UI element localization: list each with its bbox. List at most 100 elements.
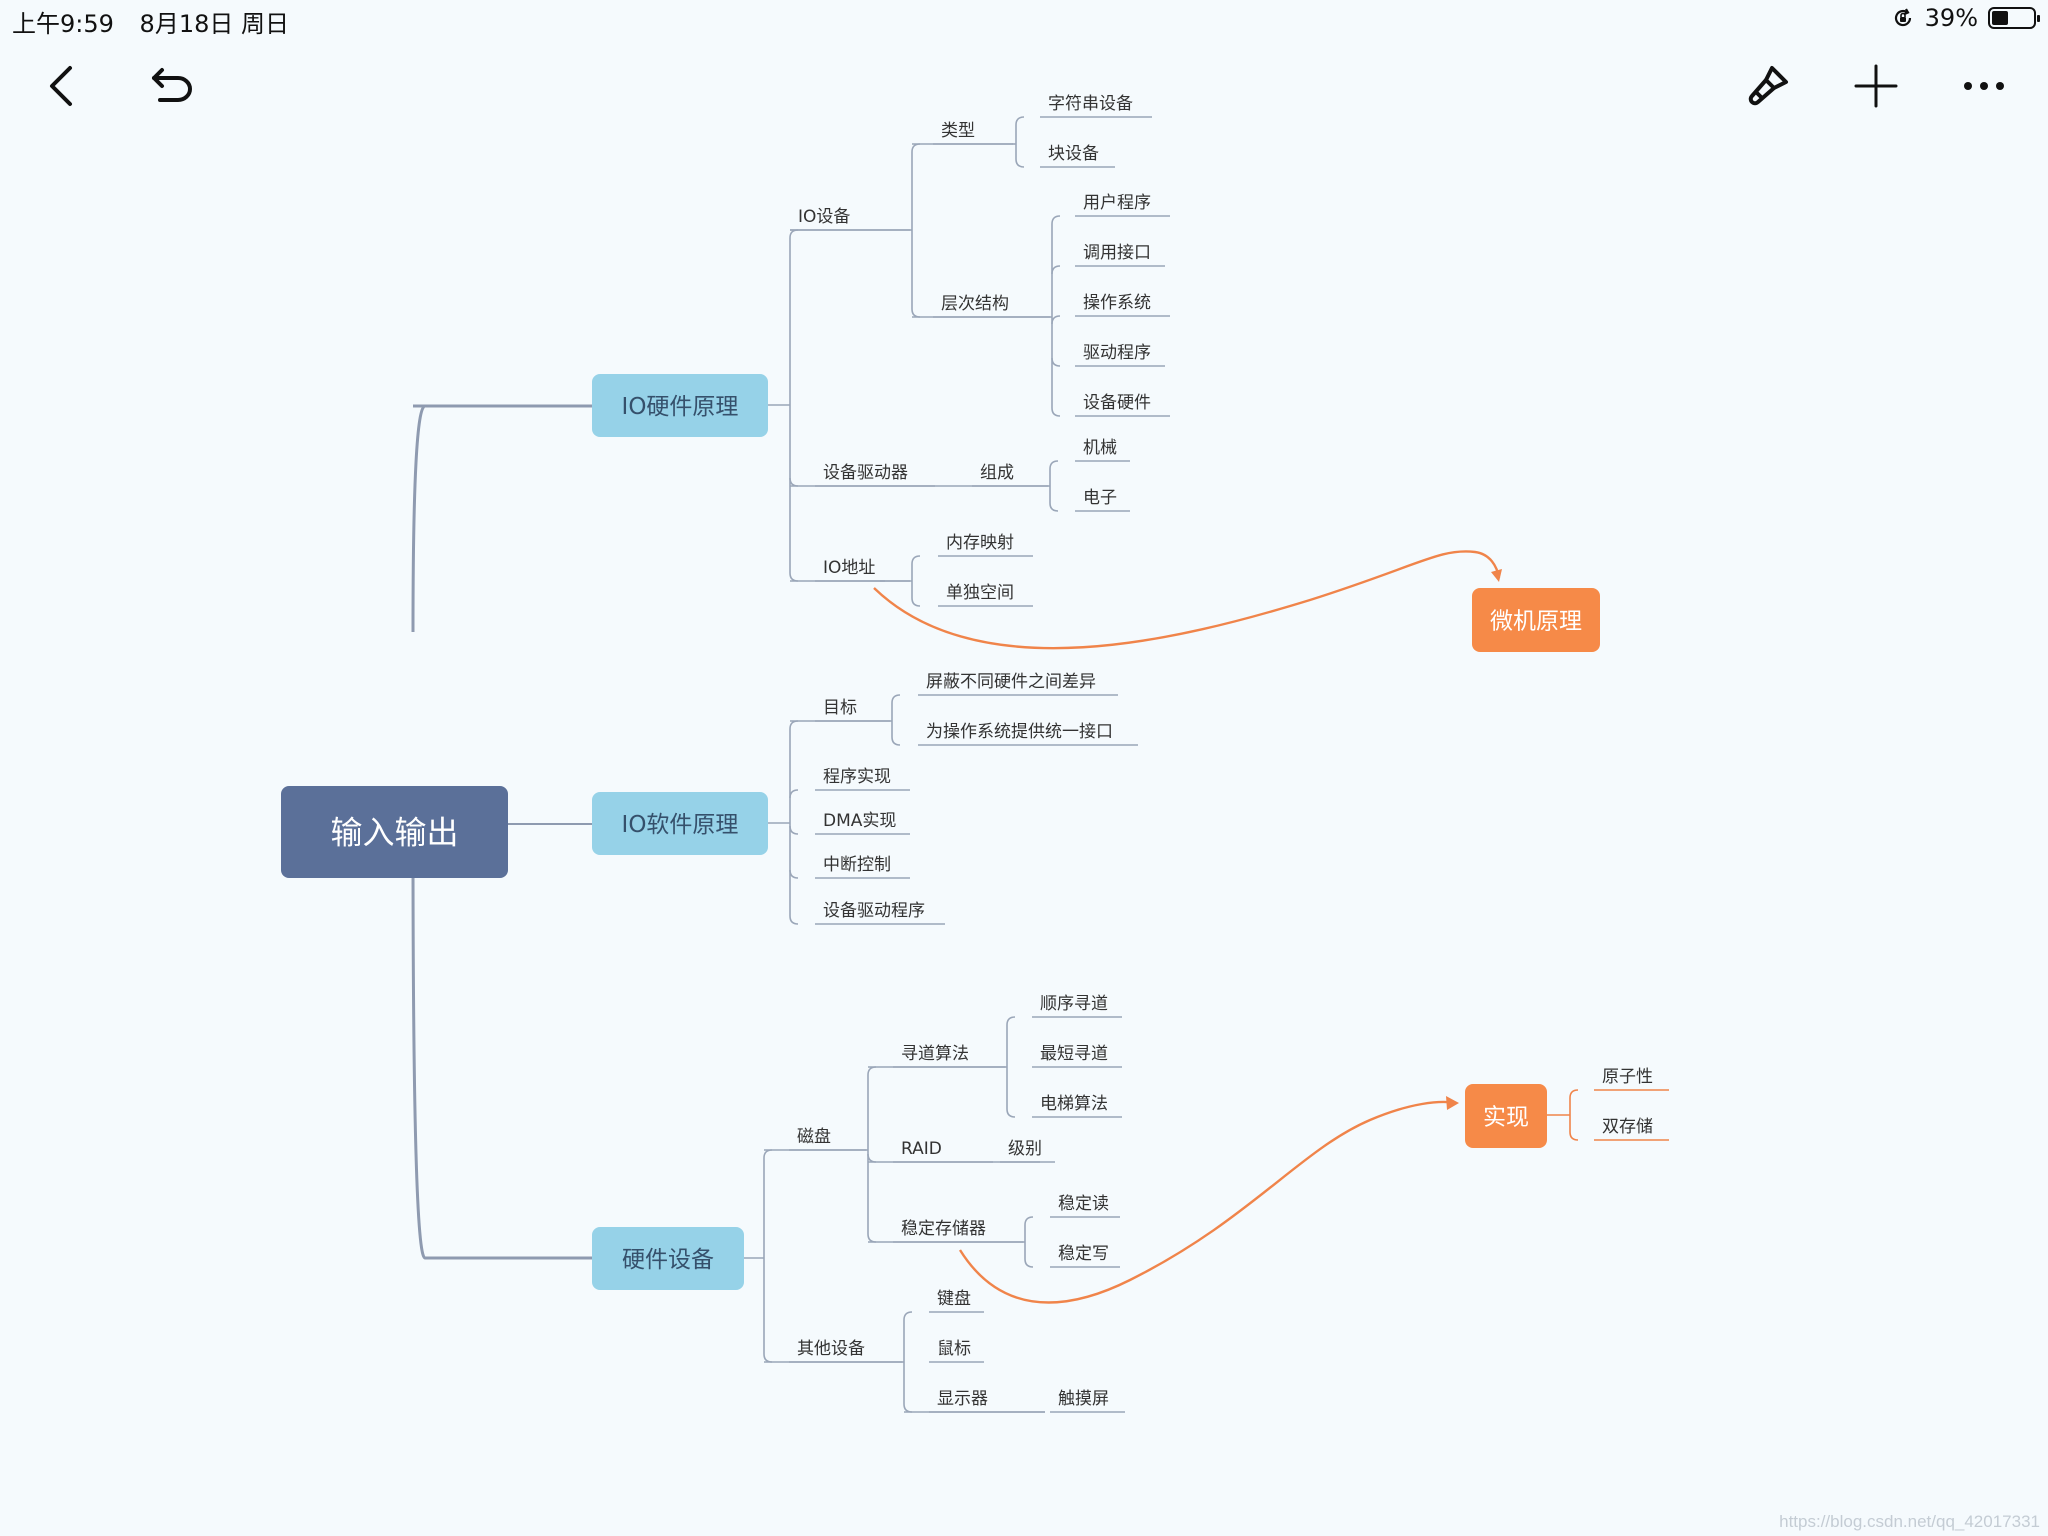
topic-other-devices[interactable]: 其他设备 xyxy=(789,1339,902,1363)
topic-io-hardware-box xyxy=(592,374,768,437)
topic-mechanical[interactable]: 机械 xyxy=(1075,438,1130,462)
connector-line xyxy=(911,555,921,565)
topic-atomicity[interactable]: 原子性 xyxy=(1594,1067,1669,1091)
topic-interrupt-control[interactable]: 中断控制 xyxy=(815,855,910,879)
topic-seek-algorithm[interactable]: 寻道算法 xyxy=(893,1044,1005,1068)
connector-line xyxy=(1569,1089,1579,1099)
connector-line xyxy=(763,1149,773,1159)
topic-raid-label: RAID xyxy=(901,1139,942,1159)
status-date: 8月18日 周日 xyxy=(139,10,289,38)
topic-block-device[interactable]: 块设备 xyxy=(1040,144,1115,168)
topic-dma-impl[interactable]: DMA实现 xyxy=(815,811,910,835)
topic-raid[interactable]: RAID xyxy=(893,1139,993,1163)
topic-compose[interactable]: 组成 xyxy=(972,463,1048,487)
topic-sequential-seek[interactable]: 顺序寻道 xyxy=(1032,994,1122,1018)
topic-device-driver-label: 设备驱动器 xyxy=(823,463,908,483)
style-button[interactable] xyxy=(1738,56,1798,116)
connector-line xyxy=(1051,215,1061,225)
floating-topic-micro-label: 微机原理 xyxy=(1490,608,1582,634)
topic-dual-storage-label: 双存储 xyxy=(1602,1117,1653,1137)
topic-stable-write[interactable]: 稳定写 xyxy=(1050,1244,1120,1268)
floating-topic-impl[interactable]: 实现 xyxy=(1465,1084,1547,1148)
relation-arrow-impl xyxy=(1446,1096,1459,1110)
topic-level[interactable]: 级别 xyxy=(1000,1139,1055,1163)
topic-touchscreen[interactable]: 触摸屏 xyxy=(1050,1389,1125,1413)
topic-stable-read-label: 稳定读 xyxy=(1058,1194,1109,1214)
connector-line xyxy=(1006,1016,1016,1026)
topic-layer-label: 层次结构 xyxy=(941,294,1009,314)
topic-electronic[interactable]: 电子 xyxy=(1075,488,1130,512)
connector-line xyxy=(867,1233,877,1243)
topic-keyboard[interactable]: 键盘 xyxy=(929,1289,984,1313)
brush-icon xyxy=(1748,66,1788,106)
topic-hardware-devices[interactable]: 硬件设备 xyxy=(592,1227,744,1290)
topic-io-address[interactable]: IO地址 xyxy=(815,558,885,582)
topic-memory-map[interactable]: 内存映射 xyxy=(938,533,1033,557)
topic-os-label: 操作系统 xyxy=(1083,293,1151,313)
topic-keyboard-label: 键盘 xyxy=(937,1289,971,1309)
topic-device-driver[interactable]: 设备驱动器 xyxy=(815,463,935,487)
more-button[interactable] xyxy=(1954,56,2014,116)
connector-line xyxy=(789,915,799,925)
topic-stable-write-label: 稳定写 xyxy=(1058,1244,1109,1264)
connector-line xyxy=(789,477,799,487)
topic-call-api[interactable]: 调用接口 xyxy=(1075,243,1165,267)
topic-separate-space-label: 单独空间 xyxy=(946,583,1014,603)
topic-program-impl[interactable]: 程序实现 xyxy=(815,767,910,791)
topic-elevator-algorithm[interactable]: 电梯算法 xyxy=(1032,1094,1122,1118)
topic-io-software[interactable]: IO软件原理 xyxy=(592,792,768,855)
topic-user-program-label: 用户程序 xyxy=(1083,193,1151,213)
topic-layer[interactable]: 层次结构 xyxy=(933,294,1050,318)
topic-mechanical-label: 机械 xyxy=(1083,438,1117,458)
topic-device-driver-program-label: 设备驱动程序 xyxy=(823,901,925,921)
topic-block-device-label: 块设备 xyxy=(1048,144,1099,164)
connector-line xyxy=(867,1153,877,1163)
battery-icon xyxy=(1988,7,2040,29)
topic-disk[interactable]: 磁盘 xyxy=(789,1127,866,1151)
status-time: 上午9:59 xyxy=(12,10,114,38)
topic-type-label: 类型 xyxy=(941,121,975,141)
root-topic[interactable]: 输入输出 xyxy=(281,786,508,878)
trunk-line xyxy=(411,404,592,633)
topic-display[interactable]: 显示器 xyxy=(929,1389,1045,1413)
topic-dma-impl-label: DMA实现 xyxy=(823,811,896,831)
back-button[interactable] xyxy=(30,56,90,116)
relation-arrow-micro xyxy=(1491,569,1502,582)
topic-io-device[interactable]: IO设备 xyxy=(790,207,910,231)
topic-os[interactable]: 操作系统 xyxy=(1075,293,1170,317)
floating-topic-impl-box xyxy=(1465,1084,1547,1148)
topic-stable-storage[interactable]: 稳定存储器 xyxy=(893,1219,1023,1243)
topic-separate-space[interactable]: 单独空间 xyxy=(938,583,1033,607)
topic-user-program[interactable]: 用户程序 xyxy=(1075,193,1170,217)
topic-io-hardware[interactable]: IO硬件原理 xyxy=(592,374,768,437)
topic-unify-interface[interactable]: 为操作系统提供统一接口 xyxy=(918,722,1138,746)
root-topic-box xyxy=(281,786,508,878)
topic-goal[interactable]: 目标 xyxy=(815,698,890,722)
topic-sequential-seek-label: 顺序寻道 xyxy=(1040,994,1108,1014)
topic-device-hardware[interactable]: 设备硬件 xyxy=(1075,393,1170,417)
add-button[interactable] xyxy=(1846,56,1906,116)
topic-char-device[interactable]: 字符串设备 xyxy=(1040,94,1152,118)
topic-atomicity-label: 原子性 xyxy=(1602,1067,1653,1087)
topic-mouse[interactable]: 鼠标 xyxy=(929,1339,984,1363)
topic-electronic-label: 电子 xyxy=(1083,488,1117,508)
topic-shield-diff[interactable]: 屏蔽不同硬件之间差异 xyxy=(918,672,1118,696)
topic-shortest-seek[interactable]: 最短寻道 xyxy=(1032,1044,1122,1068)
root-topic-label: 输入输出 xyxy=(330,814,458,852)
rotation-lock-icon xyxy=(1894,8,1911,27)
relation-lines xyxy=(873,550,1502,1304)
connector-line xyxy=(891,694,901,704)
floating-topic-micro[interactable]: 微机原理 xyxy=(1472,588,1600,652)
connector-line xyxy=(1049,460,1059,470)
connector-line xyxy=(1024,1258,1034,1268)
topic-device-driver-program[interactable]: 设备驱动程序 xyxy=(815,901,945,925)
watermark: https://blog.csdn.net/qq_42017331 xyxy=(1779,1512,2040,1531)
undo-button[interactable] xyxy=(142,56,202,116)
connector-line xyxy=(789,229,799,239)
topic-dual-storage[interactable]: 双存储 xyxy=(1594,1117,1669,1141)
connector-line xyxy=(1051,357,1061,367)
topic-type[interactable]: 类型 xyxy=(933,121,1013,145)
topic-driver-program[interactable]: 驱动程序 xyxy=(1075,343,1165,367)
topic-stable-read[interactable]: 稳定读 xyxy=(1050,1194,1120,1218)
